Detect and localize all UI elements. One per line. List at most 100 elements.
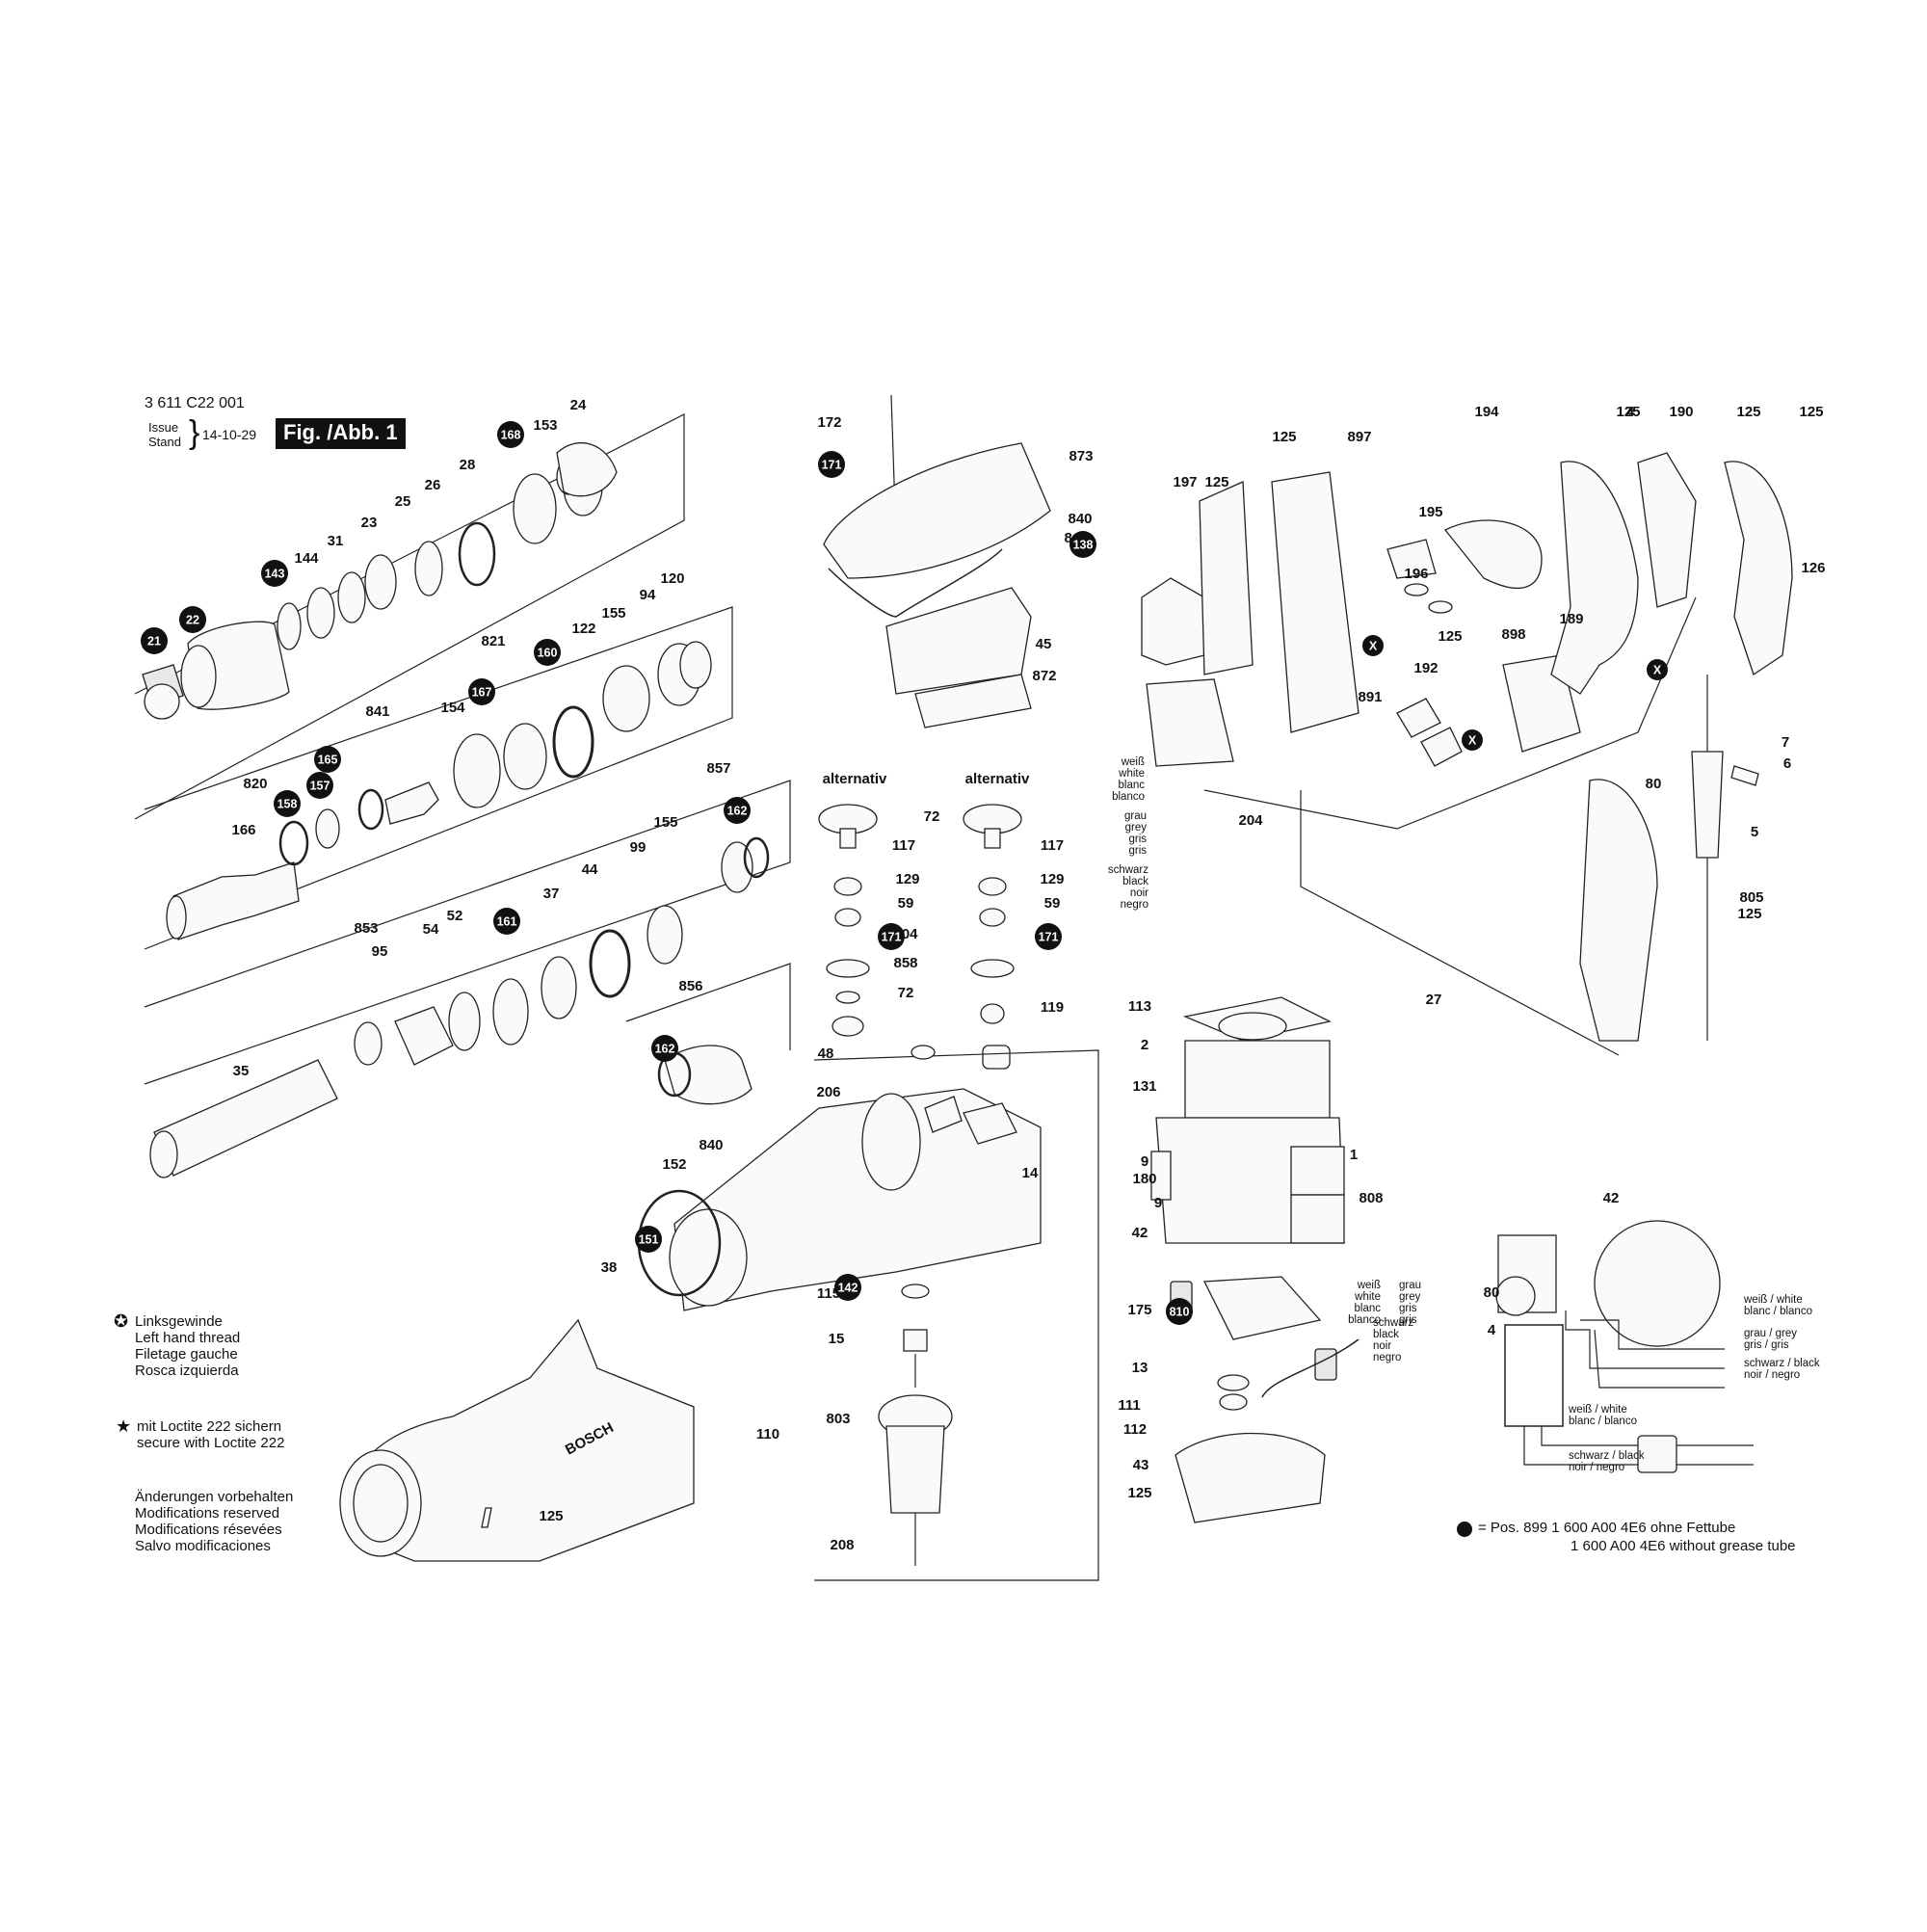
grease-badge: 165	[314, 746, 341, 773]
grease-badge: 143	[261, 560, 288, 587]
part-callout: 131	[1132, 1078, 1156, 1095]
part-callout: 111	[1118, 1397, 1140, 1414]
left-hand-thread-icon: ✪	[114, 1311, 129, 1331]
part-callout: 112	[1123, 1421, 1147, 1438]
grease-badge-number: 162	[655, 1043, 675, 1056]
stand-label: Stand	[148, 435, 181, 449]
wire-color-label: grey	[1399, 1291, 1421, 1303]
connector-marker-letter: X	[1369, 640, 1378, 653]
wire-color-label: grau / grey	[1744, 1328, 1797, 1339]
grease-badge-dot	[1069, 531, 1096, 558]
grease-badge-number: 158	[277, 798, 298, 811]
grease-badge-number: 810	[1170, 1306, 1190, 1319]
grease-point-callouts: 168 143 21 22 167 160 165 158 157 162 161 162 151 171…	[141, 421, 1193, 1325]
grease-badge: 157	[306, 772, 333, 799]
wire-color-label: weiß	[1357, 1280, 1381, 1291]
part-callout: 821	[481, 633, 505, 649]
part-callout: 154	[440, 700, 465, 716]
wiring-callout: 42	[1603, 1190, 1620, 1206]
wire-color-label: schwarz / black	[1744, 1358, 1820, 1369]
part-callout: 72	[898, 985, 914, 1001]
wire-color-label: noir	[1373, 1340, 1391, 1352]
part-callout: 125	[1737, 906, 1761, 922]
legend-left-hand-thread: ✪ Linksgewinde Left hand thread Filetage…	[114, 1311, 355, 1381]
legend-line: secure with Loctite 222	[137, 1435, 285, 1451]
grease-badge-dot	[261, 560, 288, 587]
figure-label: Fig. /Abb. 1	[276, 418, 406, 449]
wire-color-label: grau	[1399, 1280, 1421, 1291]
part-callout: 120	[660, 570, 684, 587]
grease-badge-dot	[1035, 923, 1062, 950]
grease-badge-dot	[468, 678, 495, 705]
part-callout: 808	[1359, 1190, 1383, 1206]
grease-badge-number: 143	[265, 568, 285, 581]
part-callout: 14	[1022, 1165, 1039, 1181]
wire-color-label: schwarz	[1373, 1317, 1413, 1329]
part-callout: 15	[829, 1331, 845, 1347]
part-callout: 117	[892, 837, 915, 854]
grease-badge-number: 167	[472, 686, 492, 700]
grease-badge-number: 151	[639, 1233, 659, 1247]
legend-line: Salvo modificaciones	[135, 1538, 271, 1554]
grease-badge-number: 157	[310, 780, 330, 793]
grease-badge: 168	[497, 421, 524, 448]
part-callout: 38	[601, 1259, 618, 1276]
top-cover	[823, 394, 1051, 728]
part-callout: 99	[630, 839, 647, 856]
grease-badge-number: 161	[497, 915, 517, 929]
part-callout: 897	[1347, 429, 1371, 445]
part-callout: 42	[1132, 1225, 1148, 1241]
brace-glyph: }	[189, 414, 200, 451]
part-callout: 144	[294, 550, 319, 567]
part-callout: 110	[756, 1426, 779, 1442]
part-callout: 125	[1799, 404, 1823, 420]
alternativ-label: alternativ	[823, 771, 887, 787]
legend-line: Rosca izquierda	[135, 1363, 239, 1379]
legend-line: mit Loctite 222 sichern	[137, 1418, 282, 1435]
grease-badge: 22	[179, 606, 206, 633]
part-callout: 126	[1801, 560, 1825, 576]
gearbox-housing	[625, 963, 1042, 1311]
grease-badge-number: 171	[822, 459, 842, 472]
wire-color-label: grau	[1124, 810, 1147, 822]
grease-badge: 171	[878, 923, 905, 950]
wiring-schematic	[1495, 1220, 1754, 1473]
grease-badge: 160	[534, 639, 561, 666]
wire-color-label: weiß / white	[1743, 1294, 1803, 1306]
wiring-callout: 4	[1488, 1322, 1496, 1338]
part-callout: 37	[543, 886, 560, 902]
grease-badge: 151	[635, 1226, 662, 1253]
grease-badge-number: 165	[318, 754, 338, 767]
part-callout: 2	[1141, 1037, 1148, 1053]
part-callout: 44	[582, 861, 598, 878]
part-callout: 125	[1127, 1485, 1151, 1501]
connector-marker-letter: X	[1468, 734, 1477, 748]
wire-color-labels: weißwhiteblancblancograugreygrisgrisschw…	[1108, 756, 1820, 1473]
legend-line: Modifications reserved	[135, 1505, 280, 1522]
wire-color-label: noir / negro	[1744, 1369, 1800, 1381]
part-callout: 7	[1782, 734, 1789, 751]
part-callout: 119	[1041, 999, 1064, 1016]
handle-assembly	[1141, 452, 1793, 1056]
grease-badge-number: 21	[147, 635, 161, 648]
part-callout: 45	[1036, 636, 1052, 652]
part-callout: 898	[1501, 626, 1525, 643]
wire-color-label: weiß / white	[1568, 1404, 1627, 1416]
wire-color-label: black	[1122, 876, 1148, 887]
part-callout: 166	[231, 822, 255, 838]
part-callout: 820	[243, 776, 267, 792]
part-callout: 155	[601, 605, 625, 622]
wire-color-label: gris / gris	[1744, 1339, 1789, 1351]
issue-stand-label: Issue Stand	[148, 420, 181, 449]
part-callout: 172	[817, 414, 841, 431]
part-callout: 803	[826, 1411, 850, 1427]
grease-badge-dot	[141, 627, 168, 654]
part-callout: 841	[365, 703, 389, 720]
legend-loctite: ★ mit Loctite 222 sichern secure with Lo…	[116, 1417, 385, 1453]
part-callout: 152	[662, 1156, 686, 1173]
part-callout: 115	[817, 1285, 840, 1302]
grease-badge-number: 162	[727, 805, 748, 818]
part-callout: 9	[1154, 1195, 1162, 1211]
grease-badge-number: 171	[882, 931, 902, 944]
